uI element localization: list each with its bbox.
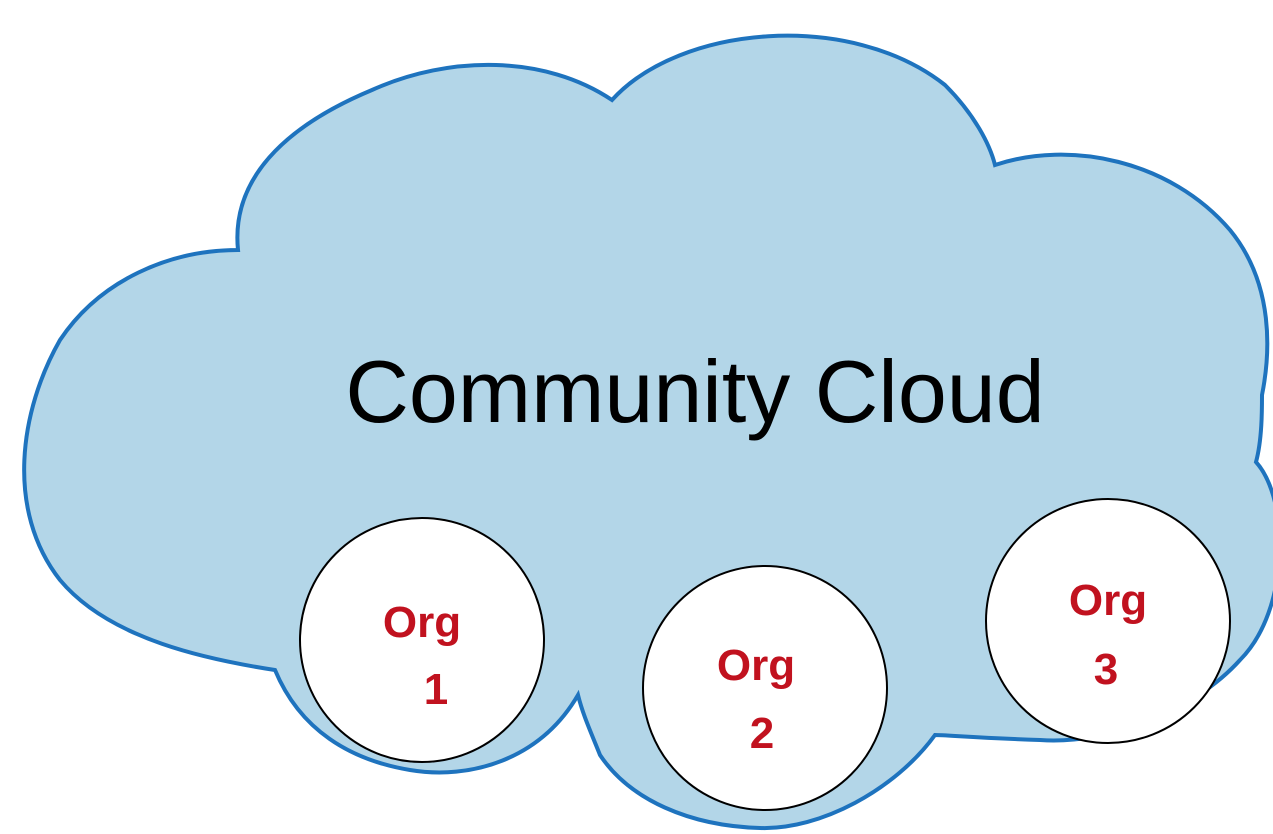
org-circle [985, 498, 1231, 744]
org-label-line1: Org [1069, 576, 1147, 625]
org-label-line1: Org [383, 598, 461, 647]
org-label-line2: 1 [424, 665, 448, 714]
org-node-3: Org 3 [985, 498, 1231, 744]
diagram-title: Community Cloud [345, 342, 1044, 441]
org-node-2: Org 2 [642, 565, 888, 811]
org-circle [642, 565, 888, 811]
org-label-line2: 3 [1094, 645, 1118, 694]
org-node-1: Org 1 [299, 517, 545, 763]
org-circle [299, 517, 545, 763]
org-label-line2: 2 [750, 709, 774, 758]
org-label-line1: Org [717, 641, 795, 690]
